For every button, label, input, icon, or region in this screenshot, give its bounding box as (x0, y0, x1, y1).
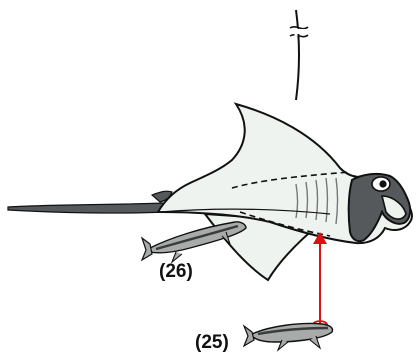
attachment-arrow (313, 232, 327, 329)
label-upper-fish: (26) (159, 261, 193, 282)
remora-fish-lower (244, 323, 333, 350)
label-lower-fish: (25) (195, 332, 229, 353)
tether-line (288, 10, 310, 100)
manta-tail (8, 203, 166, 213)
manta-eye (372, 177, 390, 191)
